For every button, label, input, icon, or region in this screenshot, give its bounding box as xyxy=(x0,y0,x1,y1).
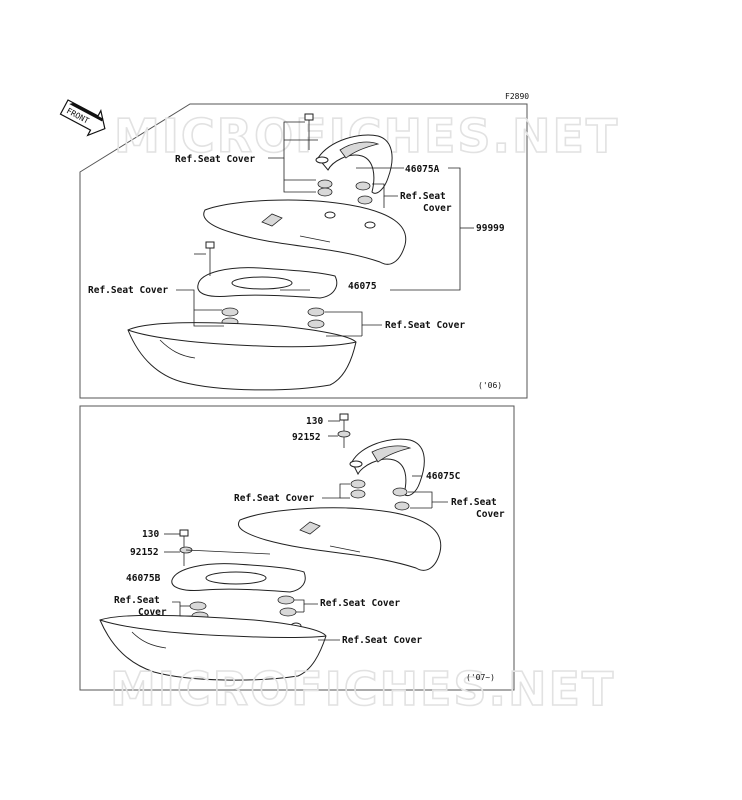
grommets-bottom-upper xyxy=(350,479,410,511)
label-130-a: 130 xyxy=(306,416,323,427)
figure-code: F2890 xyxy=(505,92,529,101)
label-92152-b: 92152 xyxy=(130,547,159,558)
label-ref-seat-cover-2a: Ref.Seat xyxy=(400,191,446,202)
label-130-b: 130 xyxy=(142,529,159,540)
year-note-bottom: ('07~) xyxy=(466,673,495,682)
label-ref-seat-cover-1: Ref.Seat Cover xyxy=(175,154,255,165)
seat-cover-lower-07 xyxy=(99,614,327,681)
bolt-top-2 xyxy=(205,241,215,276)
grab-rail-46075B xyxy=(171,563,306,593)
label-92152-a: 92152 xyxy=(292,432,321,443)
watermark-bottom: MICROFICHES.NET xyxy=(110,662,615,716)
grab-rail-46075 xyxy=(197,267,338,299)
label-ref-seat-cover-b3b: Cover xyxy=(138,607,167,618)
label-46075A: 46075A xyxy=(405,164,440,175)
bottom-panel: MICROFICHES.NET 130 92152 46075C Ref.Sea… xyxy=(79,405,615,717)
bolt-bottom-2 xyxy=(179,529,193,566)
label-ref-seat-cover-b3a: Ref.Seat xyxy=(114,595,160,606)
year-note-top: ('06) xyxy=(478,381,502,390)
seat-cover-upper-07 xyxy=(238,507,442,571)
label-ref-seat-cover-b2b: Cover xyxy=(476,509,505,520)
top-panel: MICROFICHES.NET xyxy=(79,103,618,399)
bolt-bottom-1 xyxy=(337,413,351,448)
top-panel-frame xyxy=(79,103,528,399)
label-46075B: 46075B xyxy=(126,573,161,584)
front-arrow-icon: FRONT xyxy=(59,99,106,137)
seat-cover-upper xyxy=(203,199,407,265)
label-99999: 99999 xyxy=(476,223,505,234)
label-46075C: 46075C xyxy=(426,471,461,482)
label-ref-seat-cover-b5: Ref.Seat Cover xyxy=(342,635,422,646)
label-ref-seat-cover-2b: Cover xyxy=(423,203,452,214)
label-ref-seat-cover-b4: Ref.Seat Cover xyxy=(320,598,400,609)
seat-cover-lower xyxy=(127,322,357,391)
label-ref-seat-cover-4: Ref.Seat Cover xyxy=(385,320,465,331)
grab-rail-46075A xyxy=(315,134,393,194)
bottom-panel-frame xyxy=(79,405,515,691)
label-ref-seat-cover-b1: Ref.Seat Cover xyxy=(234,493,314,504)
bolt-top-1 xyxy=(304,113,314,150)
grommets-upper xyxy=(317,179,376,229)
label-ref-seat-cover-3: Ref.Seat Cover xyxy=(88,285,168,296)
grab-rail-46075C xyxy=(349,438,425,496)
label-46075: 46075 xyxy=(348,281,377,292)
label-ref-seat-cover-b2a: Ref.Seat xyxy=(451,497,497,508)
